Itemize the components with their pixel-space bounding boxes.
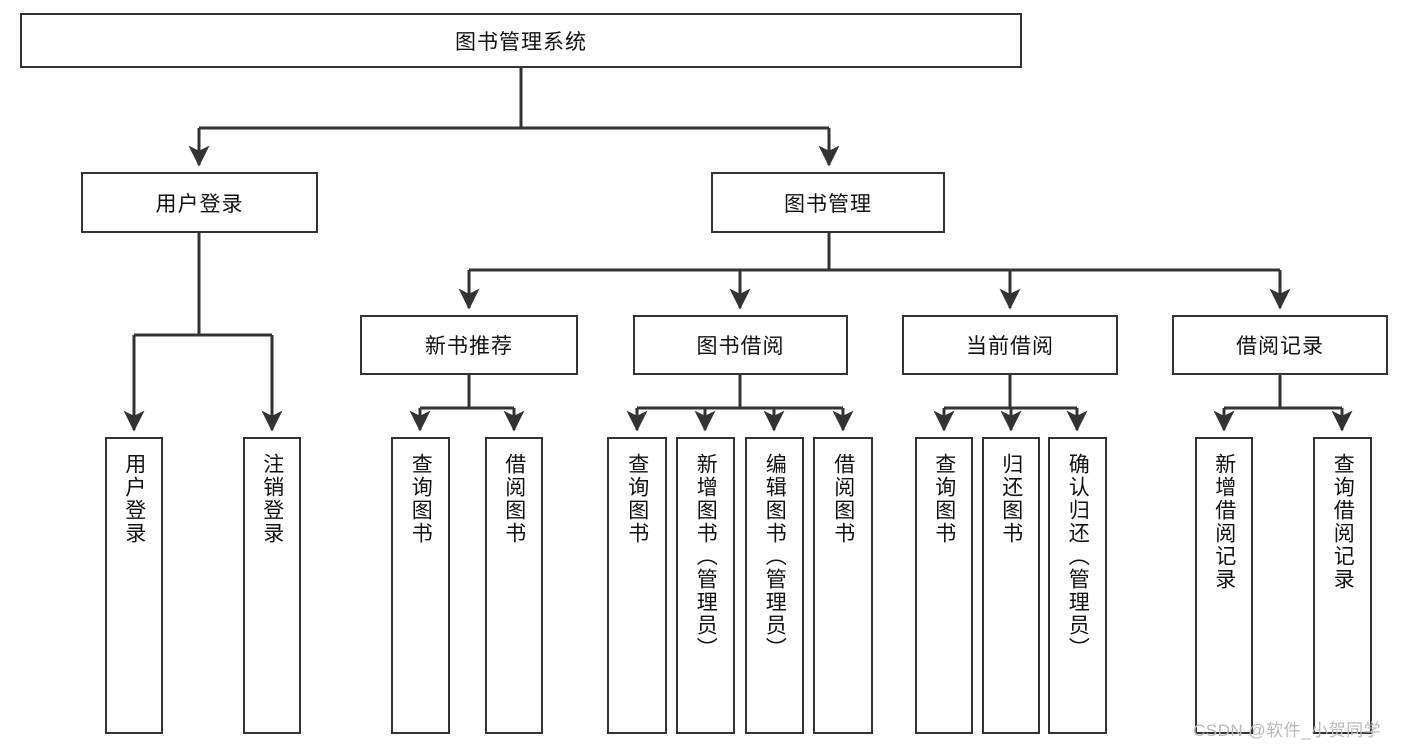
node-leaf-add-book-label: 新增图书（管理员） — [694, 453, 718, 660]
node-leaf-add-record-label: 新增借阅记录 — [1212, 453, 1236, 591]
node-leaf-query-book-rec[interactable]: 查询图书 — [391, 437, 450, 734]
node-leaf-query-book-borrow[interactable]: 查询图书 — [607, 437, 667, 734]
node-borrow-record[interactable]: 借阅记录 — [1172, 315, 1388, 375]
node-leaf-return-book-label: 归还图书 — [999, 453, 1023, 545]
node-book-management-label: 图书管理 — [784, 192, 872, 216]
node-leaf-edit-book[interactable]: 编辑图书（管理员） — [745, 437, 804, 734]
node-new-book-recommend-label: 新书推荐 — [425, 335, 513, 358]
node-leaf-borrow-book-rec-label: 借阅图书 — [502, 453, 526, 545]
node-leaf-query-book-rec-label: 查询图书 — [409, 453, 433, 545]
node-leaf-user-login-label: 用户登录 — [122, 453, 146, 545]
node-current-borrow-label: 当前借阅 — [966, 335, 1054, 358]
node-user-login[interactable]: 用户登录 — [81, 172, 318, 233]
node-leaf-query-book-borrow-label: 查询图书 — [625, 453, 649, 545]
node-leaf-add-record[interactable]: 新增借阅记录 — [1195, 437, 1253, 734]
node-book-borrow[interactable]: 图书借阅 — [633, 315, 848, 375]
node-leaf-logout[interactable]: 注销登录 — [243, 437, 301, 734]
node-book-management[interactable]: 图书管理 — [711, 172, 945, 233]
node-leaf-return-book[interactable]: 归还图书 — [982, 437, 1040, 734]
node-leaf-logout-label: 注销登录 — [260, 453, 284, 545]
node-leaf-user-login[interactable]: 用户登录 — [105, 437, 163, 734]
node-leaf-borrow-book-rec[interactable]: 借阅图书 — [485, 437, 543, 734]
node-root[interactable]: 图书管理系统 — [20, 13, 1022, 68]
node-current-borrow[interactable]: 当前借阅 — [902, 315, 1118, 375]
node-book-borrow-label: 图书借阅 — [696, 335, 785, 358]
node-leaf-add-book[interactable]: 新增图书（管理员） — [676, 437, 735, 734]
node-leaf-query-record[interactable]: 查询借阅记录 — [1313, 437, 1372, 734]
node-leaf-edit-book-label: 编辑图书（管理员） — [763, 453, 787, 660]
node-leaf-borrow-book-label: 借阅图书 — [831, 453, 855, 545]
node-leaf-confirm-return-label: 确认归还（管理员） — [1066, 453, 1090, 660]
csdn-watermark: CSDN @软件_小贺同学 — [1193, 721, 1382, 740]
node-leaf-query-book-current[interactable]: 查询图书 — [915, 437, 973, 734]
node-leaf-query-record-label: 查询借阅记录 — [1331, 453, 1355, 591]
node-user-login-label: 用户登录 — [155, 192, 244, 216]
node-leaf-query-book-current-label: 查询图书 — [932, 453, 956, 545]
node-leaf-confirm-return[interactable]: 确认归还（管理员） — [1048, 437, 1107, 734]
node-borrow-record-label: 借阅记录 — [1236, 335, 1324, 358]
node-new-book-recommend[interactable]: 新书推荐 — [360, 315, 578, 375]
node-leaf-borrow-book[interactable]: 借阅图书 — [813, 437, 873, 734]
node-root-label: 图书管理系统 — [455, 30, 587, 54]
